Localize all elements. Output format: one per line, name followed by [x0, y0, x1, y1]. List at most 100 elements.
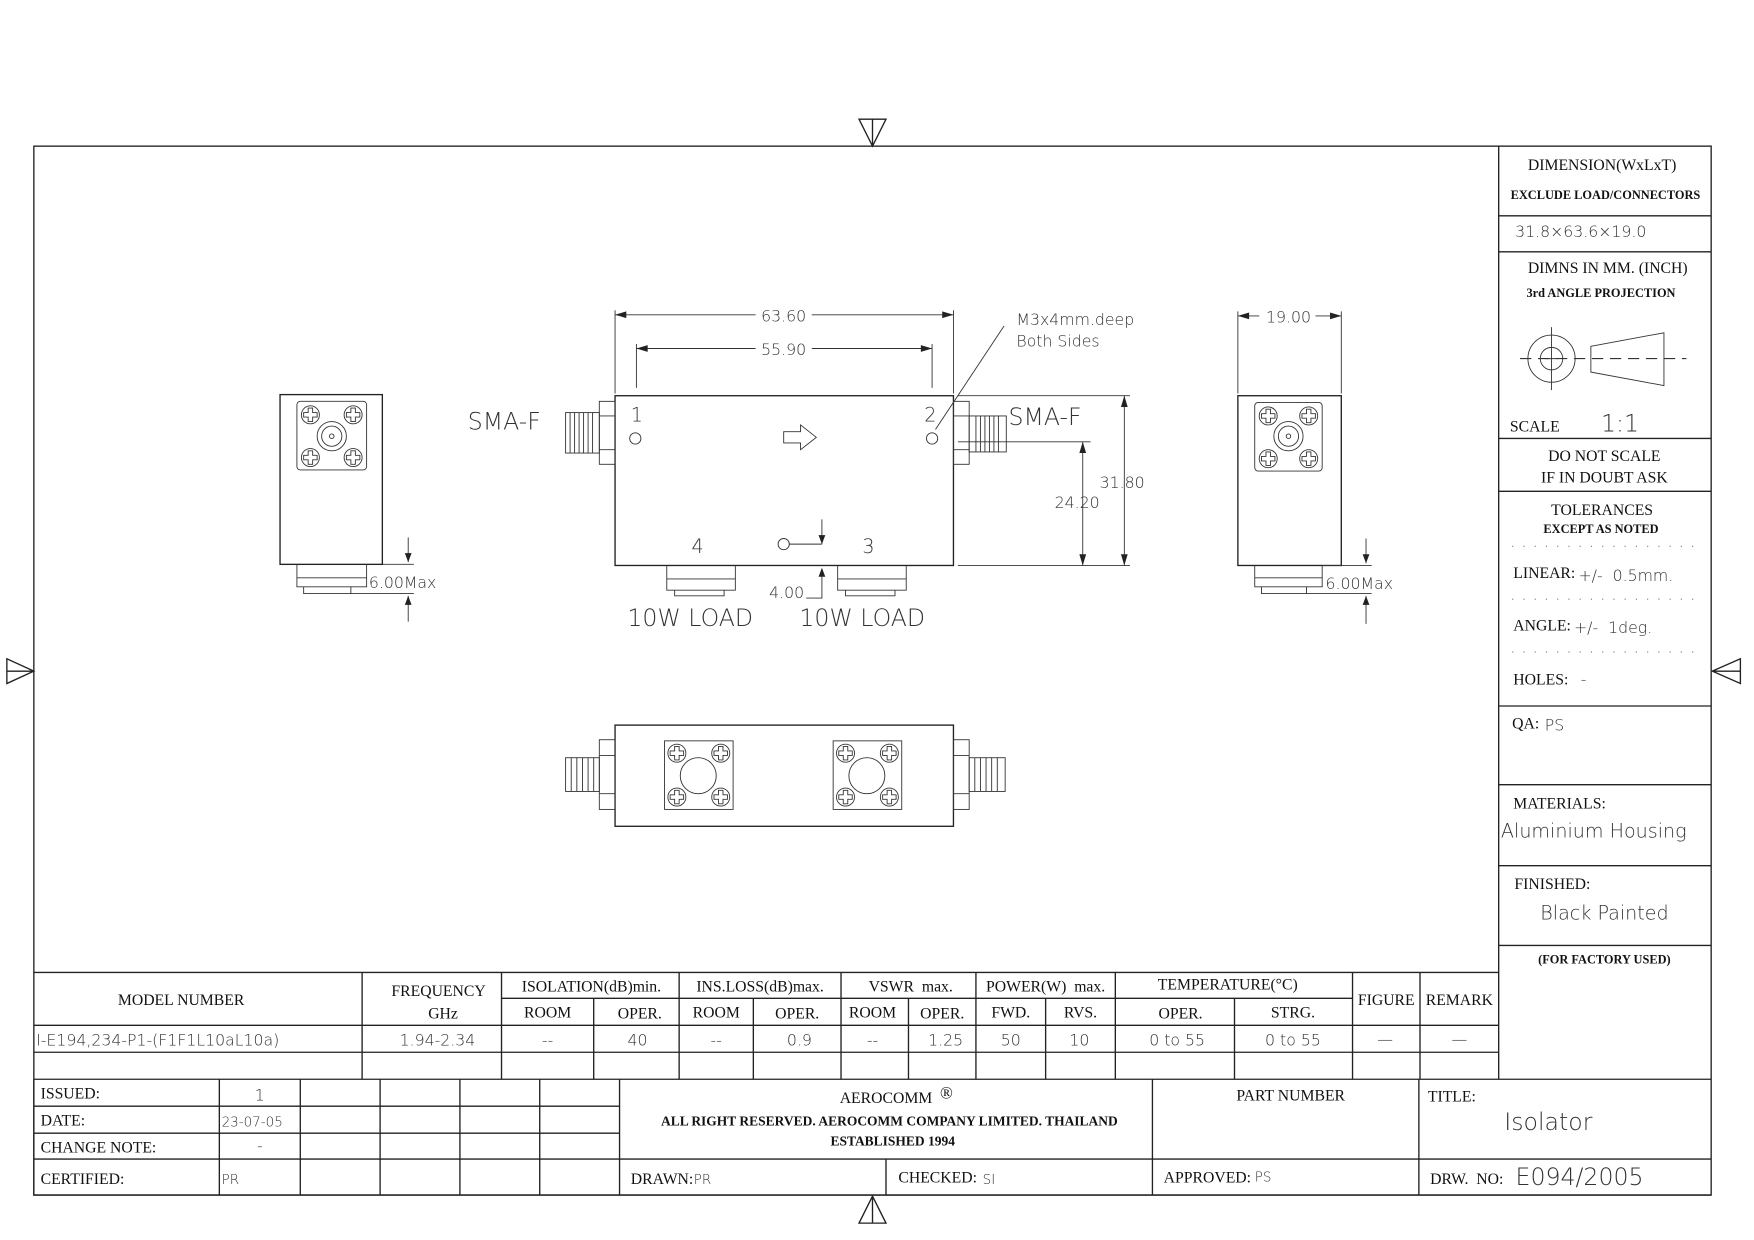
approved-value: PS: [1255, 1170, 1272, 1186]
header-figure: FIGURE: [1358, 992, 1415, 1009]
rights-reserved-text: ALL RIGHT RESERVED. AEROCOMM COMPANY LIM…: [661, 1113, 1118, 1128]
temp-strg-value: 0 to 55: [1265, 1031, 1321, 1050]
if-in-doubt-note: IF IN DOUBT ASK: [1541, 469, 1668, 486]
top-center-mark-icon: [857, 118, 888, 148]
tolerances-label: TOLERANCES: [1551, 502, 1653, 519]
do-not-scale-note: DO NOT SCALE: [1548, 448, 1660, 465]
holes-tolerance-value: -: [1581, 670, 1587, 689]
insloss-room-value: --: [711, 1031, 722, 1050]
checked-label: CHECKED:: [898, 1170, 977, 1187]
factory-use-label: (FOR FACTORY USED): [1538, 952, 1671, 966]
screw-icon: [343, 405, 363, 425]
certified-value: PR: [222, 1172, 240, 1188]
temp-oper-value: 0 to 55: [1149, 1031, 1205, 1050]
screw-icon: [711, 743, 731, 763]
header-temperature: TEMPERATURE(°C): [1158, 976, 1298, 993]
load-offset-dimension: 4.00: [769, 583, 804, 602]
subheader-power-rvs: RVS.: [1064, 1004, 1097, 1021]
frequency-value: 1.94-2.34: [400, 1031, 476, 1050]
drawn-label: DRAWN:: [631, 1171, 693, 1188]
subheader-isolation-oper: OPER.: [618, 1006, 662, 1023]
company-name: AEROCOMM: [840, 1090, 933, 1107]
left-sma-connector-icon: [565, 400, 616, 465]
projection-label: 3rd ANGLE PROJECTION: [1526, 286, 1675, 300]
third-angle-projection-icon: [1520, 327, 1687, 391]
holes-tolerance-label: HOLES:: [1513, 672, 1568, 689]
header-ins-loss: INS.LOSS(dB)max.: [696, 979, 824, 996]
table-row: I-E194,234-P1-(F1F1L10aL10a) 1.94-2.34 -…: [36, 1029, 1467, 1049]
load-4-label: 10W LOAD: [627, 604, 753, 632]
left-sma-connector-icon: [565, 739, 616, 810]
title-block: ISSUED: 1 DATE: 23-07-05 CHANGE NOTE: - …: [33, 1079, 1712, 1196]
screw-icon: [343, 448, 363, 467]
header-isolation: ISOLATION(dB)min.: [522, 979, 661, 996]
sma-connector-flange-icon: [296, 400, 368, 471]
subheader-temp-strg: STRG.: [1271, 1004, 1315, 1021]
change-note-label: CHANGE NOTE:: [41, 1139, 157, 1156]
screw-group: [300, 405, 1319, 807]
linear-tolerance-value: +/- 0.5mm.: [1579, 566, 1674, 585]
mounting-hole-icon: [629, 432, 642, 445]
load-max-dimension: 6.00Max: [1326, 574, 1394, 593]
date-label: DATE:: [41, 1112, 86, 1129]
power-fwd-value: 50: [1001, 1031, 1021, 1050]
screw-icon: [300, 448, 320, 467]
screw-icon: [1258, 449, 1278, 469]
isolation-oper-value: 40: [628, 1031, 648, 1050]
power-rvs-value: 10: [1069, 1031, 1089, 1050]
subheader-insloss-oper: OPER.: [775, 1006, 819, 1023]
subheader-power-fwd: FWD.: [991, 1004, 1030, 1021]
right-connector-label: SMA-F: [1009, 403, 1082, 431]
load-icon: [296, 564, 368, 595]
header-remark: REMARK: [1426, 992, 1494, 1009]
drawing-number-label: DRW. NO:: [1430, 1171, 1503, 1188]
screw-icon: [879, 787, 899, 807]
part-number-label: PART NUMBER: [1236, 1088, 1345, 1105]
drawing-number-value: E094/2005: [1516, 1163, 1644, 1191]
right-sma-connector-icon: [952, 739, 1006, 810]
issued-value: 1: [255, 1086, 265, 1105]
tolerances-note: EXCEPT AS NOTED: [1543, 522, 1658, 536]
screw-icon: [1258, 406, 1278, 426]
header-frequency: FREQUENCY: [391, 983, 485, 1000]
load-max-dimension: 6.00Max: [369, 573, 437, 592]
header-vswr: VSWR max.: [869, 979, 953, 996]
port-3-label: 3: [862, 535, 874, 558]
angle-tolerance-label: ANGLE:: [1513, 618, 1571, 635]
load-mount-icon: [832, 740, 903, 810]
header-model-number: MODEL NUMBER: [118, 992, 245, 1009]
bottom-view: [565, 724, 1006, 827]
header-frequency-unit: GHz: [428, 1006, 458, 1023]
vswr-oper-value: 1.25: [928, 1031, 963, 1050]
scale-value: 1:1: [1601, 410, 1639, 438]
load-icon: [1254, 565, 1323, 595]
screw-icon: [879, 743, 899, 763]
right-info-panel: DIMENSION(WxLxT) EXCLUDE LOAD/CONNECTORS…: [1498, 146, 1712, 1080]
screw-icon: [836, 743, 855, 763]
angle-tolerance-value: +/- 1deg.: [1574, 618, 1652, 637]
figure-value: —: [1377, 1029, 1393, 1048]
centering-marks: [6, 118, 1742, 1224]
load-4-icon: [666, 565, 736, 597]
certified-label: CERTIFIED:: [41, 1171, 125, 1188]
screw-icon: [667, 743, 687, 763]
materials-value: Aluminium Housing: [1501, 820, 1687, 843]
subheader-isolation-room: ROOM: [524, 1004, 571, 1021]
change-note-value: -: [257, 1136, 263, 1155]
linear-tolerance-label: LINEAR:: [1513, 565, 1575, 582]
front-view: 63.60 55.90 SMA-F SMA-F 1 2 M3x4mm.deep …: [468, 303, 1145, 632]
established-text: ESTABLISHED 1994: [830, 1134, 955, 1149]
issued-label: ISSUED:: [41, 1085, 100, 1102]
title-label: TITLE:: [1428, 1089, 1476, 1106]
direction-arrow-icon: [783, 424, 818, 451]
remark-value: —: [1451, 1029, 1467, 1048]
subheader-vswr-room: ROOM: [849, 1004, 896, 1021]
load-mount-icon: [664, 740, 734, 810]
screw-icon: [300, 405, 320, 425]
vswr-room-value: --: [867, 1031, 878, 1050]
left-center-mark-icon: [6, 657, 36, 685]
port-4-label: 4: [692, 535, 704, 558]
hole-note-line-1: M3x4mm.deep: [1016, 310, 1134, 329]
registered-mark: ®: [940, 1083, 953, 1102]
materials-label: MATERIALS:: [1513, 795, 1606, 812]
